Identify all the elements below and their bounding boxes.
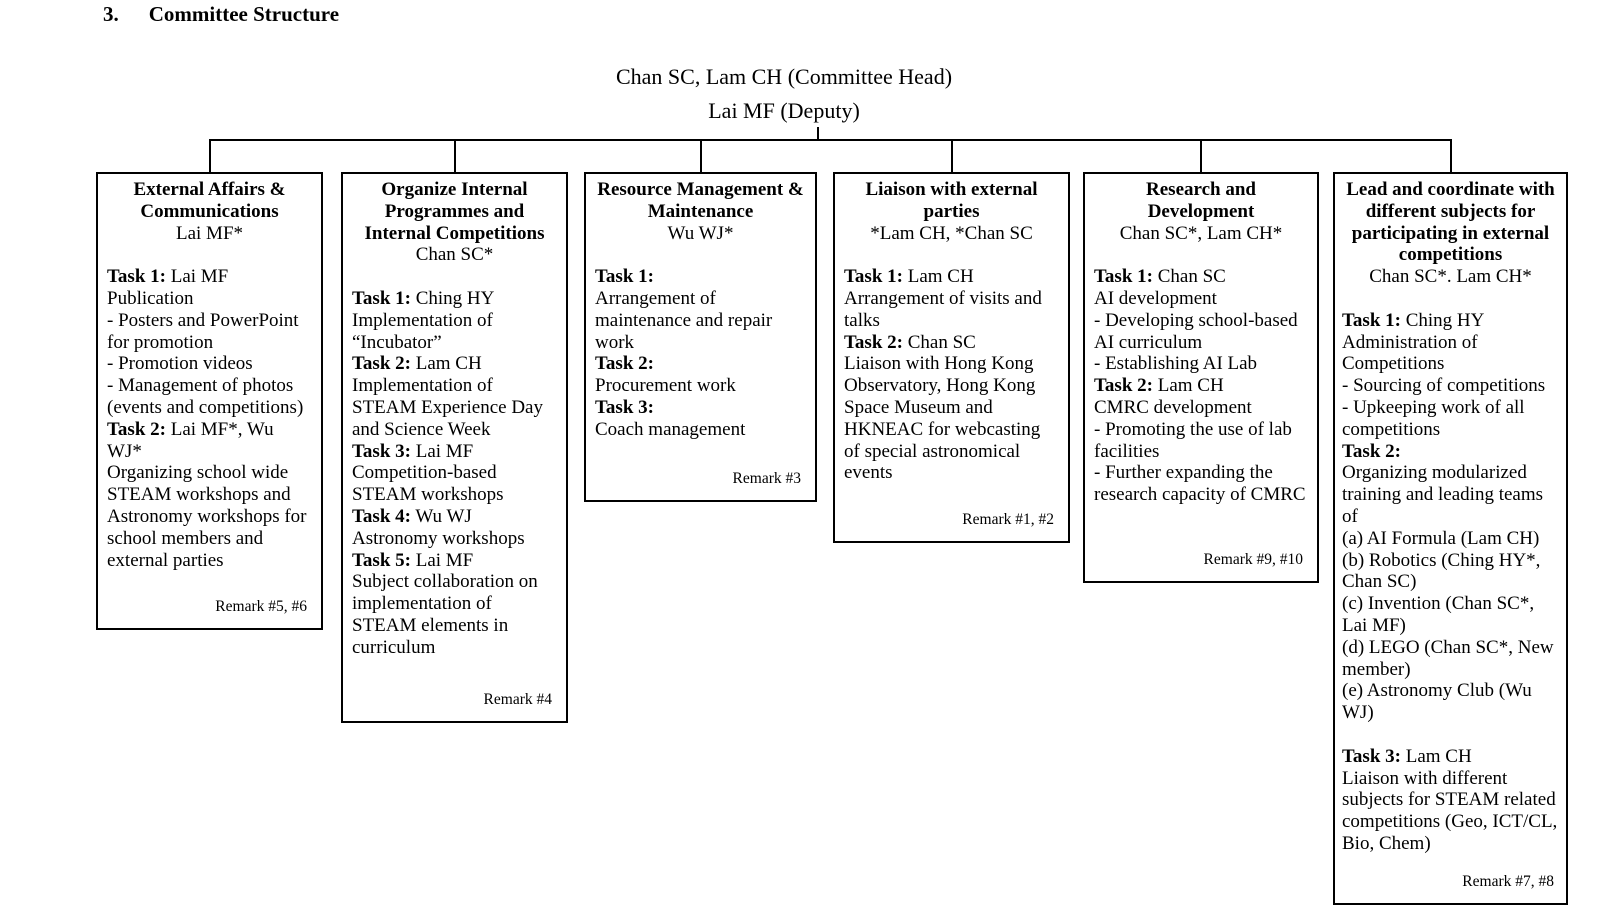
box-lead-members: Chan SC*. Lam CH*: [1369, 266, 1532, 288]
text-line: Subject collaboration on implementation …: [352, 571, 538, 658]
remark-label: Remark #4: [483, 691, 552, 708]
text-line: - Promotion videos: [107, 353, 253, 375]
text-line: Liaison with Hong Kong Observatory, Hong…: [844, 353, 1041, 484]
org-box-6: Lead and coordinate with different subje…: [1333, 172, 1568, 905]
text-line: AI development: [1094, 287, 1217, 309]
box-title: Lead and coordinate with different subje…: [1346, 179, 1555, 266]
box-title: Resource Management & Maintenance: [597, 179, 804, 222]
box-title: Research and Development: [1146, 179, 1256, 222]
text-line: Arrangement of visits and talks: [844, 287, 1042, 331]
connector-horizontal: [208, 139, 1452, 141]
text-line: (e) Astronomy Club (Wu WJ): [1342, 680, 1532, 724]
org-box-4: Liaison with external parties*Lam CH, *C…: [833, 172, 1070, 543]
box-title: Organize Internal Programmes and Interna…: [364, 179, 545, 244]
text-line: Liaison with different subjects for STEA…: [1342, 767, 1558, 854]
task-line: Task 3:: [595, 396, 654, 418]
remark-label: Remark #1, #2: [962, 511, 1054, 528]
page-title: Committee Structure: [148, 2, 340, 26]
connector-drop-2: [453, 139, 456, 174]
text-line: Competition-based STEAM workshops: [352, 462, 504, 506]
spacer: [595, 244, 806, 266]
spacer: [1342, 288, 1559, 310]
task-line: Task 2: Lai MF*, Wu WJ*: [107, 418, 274, 462]
section-heading: 3. Committee Structure: [103, 1, 339, 27]
text-line: - Posters and PowerPoint for promotion: [107, 309, 299, 353]
org-box-2: Organize Internal Programmes and Interna…: [341, 172, 568, 723]
task-line: Task 1: Lam CH: [844, 266, 974, 288]
text-line: Implementation of STEAM Experience Day a…: [352, 375, 543, 440]
text-line: Publication: [107, 287, 194, 309]
task-line: Task 4: Wu WJ: [352, 505, 472, 527]
committee-deputy-line: Lai MF (Deputy): [708, 98, 860, 123]
text-line: - Management of photos (events and compe…: [107, 375, 304, 418]
text-line: - Promoting the use of lab facilities: [1094, 418, 1292, 462]
remark-label: Remark #3: [732, 470, 801, 487]
text-line: (c) Invention (Chan SC*, Lai MF): [1342, 593, 1535, 636]
text-line: Organizing school wide STEAM workshops a…: [107, 462, 307, 571]
text-line: Arrangement of maintenance and repair wo…: [595, 287, 773, 353]
remark-label: Remark #7, #8: [1462, 873, 1554, 890]
task-line: Task 2: Chan SC: [844, 331, 976, 353]
text-line: - Establishing AI Lab: [1094, 353, 1258, 375]
committee-head-node: Chan SC, Lam CH (Committee Head) Lai MF …: [484, 60, 1084, 128]
remark-label: Remark #9, #10: [1203, 551, 1303, 568]
task-line: Task 1: Chan SC: [1094, 266, 1226, 288]
text-line: - Developing school-based AI curriculum: [1094, 309, 1298, 353]
box-title: External Affairs & Communications: [133, 179, 286, 222]
box-lead-members: *Lam CH, *Chan SC: [870, 222, 1033, 244]
text-line: - Sourcing of competitions: [1342, 375, 1546, 397]
task-line: Task 1: Ching HY: [1342, 309, 1485, 331]
remark-label: Remark #5, #6: [215, 598, 307, 615]
text-line: Astronomy workshops: [352, 527, 525, 549]
text-line: (d) LEGO (Chan SC*, New member): [1342, 636, 1554, 680]
box-lead-members: Lai MF*: [175, 222, 244, 244]
task-line: Task 2: Lam CH: [1094, 375, 1224, 397]
text-line: Coach management: [595, 418, 746, 440]
text-line: Organizing modularized training and lead…: [1342, 462, 1544, 527]
spacer: [1094, 244, 1308, 266]
task-line: Task 2:: [1342, 440, 1401, 462]
section-number: 3.: [103, 2, 119, 26]
text-line: Implementation of “Incubator”: [352, 309, 493, 353]
connector-drop-3: [699, 139, 702, 174]
box-lead-members: Chan SC*, Lam CH*: [1119, 222, 1283, 244]
connector-drop-5: [1200, 139, 1202, 174]
text-line: CMRC development: [1094, 396, 1252, 418]
task-line: Task 2:: [595, 353, 654, 375]
box-title: Liaison with external parties: [865, 179, 1038, 222]
text-line: Procurement work: [595, 375, 736, 397]
spacer: [352, 266, 557, 288]
task-line: Task 2: Lam CH: [352, 353, 482, 375]
committee-head-line: Chan SC, Lam CH (Committee Head): [615, 64, 953, 89]
text-line: Administration of Competitions: [1342, 331, 1478, 375]
connector-drop-1: [208, 139, 211, 174]
task-line: Task 5: Lai MF: [352, 549, 474, 571]
task-line: Task 3: Lai MF: [352, 440, 474, 462]
connector-drop-4: [950, 139, 953, 174]
box-lead-members: Chan SC*: [415, 244, 494, 266]
spacer: [107, 244, 312, 266]
header-stub-line: [817, 127, 819, 141]
task-line: Task 1:: [595, 266, 654, 288]
task-line: Task 1: Lai MF: [107, 266, 229, 288]
text-line: - Further expanding the research capacit…: [1094, 462, 1306, 506]
spacer: [844, 244, 1059, 266]
text-line: - Upkeeping work of all competitions: [1342, 396, 1525, 440]
task-line: Task 3: Lam CH: [1342, 745, 1472, 767]
box-lead-members: Wu WJ*: [667, 222, 734, 244]
text-line: (a) AI Formula (Lam CH): [1342, 527, 1540, 549]
text-line: (b) Robotics (Ching HY*, Chan SC): [1342, 549, 1541, 593]
text-line: [1342, 724, 1559, 746]
connector-drop-6: [1449, 139, 1452, 174]
task-line: Task 1: Ching HY: [352, 287, 495, 309]
